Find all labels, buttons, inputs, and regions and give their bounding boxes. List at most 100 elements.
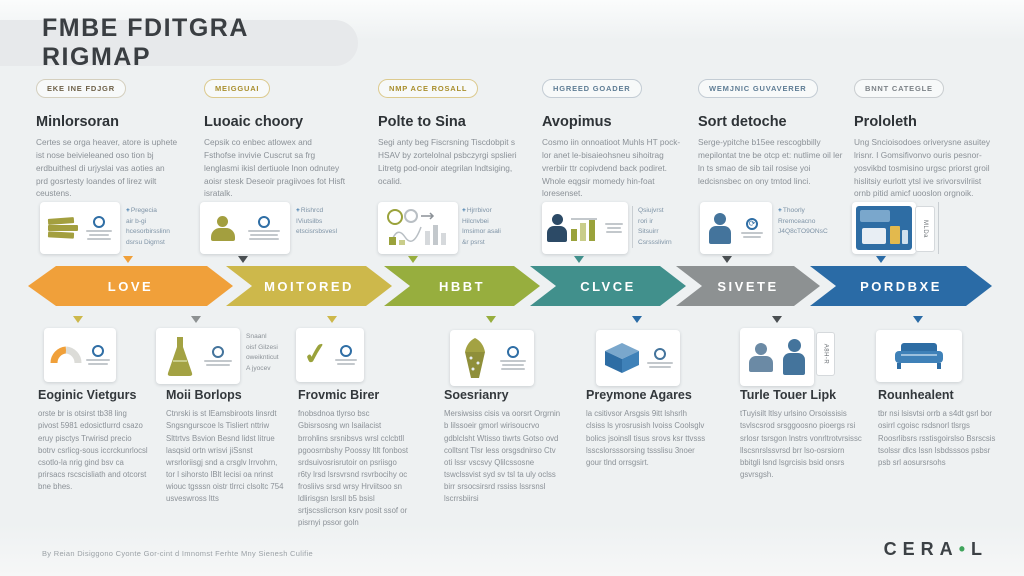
books-card <box>40 202 120 254</box>
refresh-icon: ⟳ <box>746 218 758 230</box>
map-thumbnail <box>856 206 912 250</box>
chart-doodle-card <box>378 202 458 254</box>
section-heading: Turle Touer Lipk <box>740 388 837 402</box>
printer-icon <box>605 343 639 373</box>
arrow-down-icon <box>327 316 337 323</box>
gauge-card <box>44 328 116 382</box>
arrow-down-icon <box>632 316 642 323</box>
person-refresh-card: ⟳ <box>700 202 772 254</box>
globe-icon <box>257 216 270 228</box>
title-banner: FMBE FDITGRA RIGMAP <box>0 14 358 71</box>
phase-heading: Avopimus <box>542 114 612 130</box>
chart-doodle-icon <box>387 209 446 245</box>
bottom-section-5: Preymone Agares la csitivsor Arsgsis 9it… <box>586 388 708 469</box>
phase-body: Certes se orga heaver, atore is uphete i… <box>36 137 178 199</box>
phase-body: Cepsik co enbec atlowex and Fsthofse inv… <box>204 137 346 199</box>
cupcake-icon <box>464 338 485 378</box>
section-heading: Moii Borlops <box>166 388 242 402</box>
phase-badge: HGREED GOADER <box>542 79 642 98</box>
bottom-section-6: Turle Touer Lipk tTuyisilt ltlsy urlsino… <box>740 388 862 481</box>
phase-heading: Minlorsoran <box>36 114 119 130</box>
arrow-down-icon <box>123 256 133 263</box>
presenter-icon <box>547 214 567 242</box>
chevron-stage-2: MOITORED <box>226 266 392 306</box>
arrow-down-icon <box>772 316 782 323</box>
plus-icon: + <box>462 207 466 214</box>
globe-icon <box>506 346 519 358</box>
annotation-note: +Pregecia air b-gi hcesorbirsslinn dsrsu… <box>126 207 170 246</box>
top-column-5: WEMJNIC GUVAVERER Sort detoche Serge-ypi… <box>698 78 850 187</box>
phase-body: Segi anty beg Fiscrsning Tiscdobpit s HS… <box>378 137 517 186</box>
fine-print-lines <box>86 345 110 365</box>
phase-badge: WEMJNIC GUVAVERER <box>698 79 818 98</box>
divider <box>632 206 633 248</box>
sofa-icon <box>895 343 943 369</box>
section-body: Ctnrski is st lEamsbiroots linsrdt Sngsn… <box>166 409 284 503</box>
top-column-4: HGREED GOADER Avopimus Cosmo iin onnoati… <box>542 78 684 200</box>
footer-credit: By Reian Disiggono Cyonte Gor-cint d Imn… <box>42 549 313 558</box>
annotation-note: Qsiujvrst rori ir Sitsuirr Csrssslivirn <box>638 207 672 246</box>
person-bust-icon <box>210 215 235 241</box>
people-card <box>740 328 814 386</box>
arrow-down-icon <box>913 316 923 323</box>
section-heading: Preymone Agares <box>586 388 692 402</box>
chevron-stage-4: CLVCE <box>530 266 686 306</box>
section-body: la csitivsor Arsgsis 9itt lshsrlh clsiss… <box>586 409 706 467</box>
arrow-down-icon <box>876 256 886 263</box>
section-body: tbr nsi lsisvtsi orrb a s4dt gsrl bor os… <box>878 409 996 467</box>
bottom-section-1: Eoginic Vietgurs orste br is otsirst tb3… <box>38 388 148 493</box>
section-body: Mersiwsiss cisis va oorsrt Orgrnin b lil… <box>444 409 561 503</box>
annotation-note: +Thoorly Rremceacno J4Q8cTO9ONsC <box>778 207 828 236</box>
phase-body: Cosmo iin onnoatioot Muhls HT pock-lor a… <box>542 137 681 199</box>
person-bust-card <box>200 202 290 254</box>
printer-card <box>596 330 680 386</box>
section-body: fnobsdnoa tlyrso bsc Gbisrsosng wn lsail… <box>298 409 409 528</box>
phase-body: Ung Sncioisodoes oriverysne asuitey lris… <box>854 137 991 199</box>
phase-heading: Prololeth <box>854 114 917 130</box>
arrow-down-icon <box>191 316 201 323</box>
fine-print-lines <box>647 348 673 368</box>
section-body: orste br is otsirst tb38 ling pivost 598… <box>38 409 148 491</box>
section-heading: Eoginic Vietgurs <box>38 388 137 402</box>
phase-badge: EKE INE FDJGR <box>36 79 126 98</box>
books-icon <box>47 217 78 239</box>
annotation-note: +Rishrcd IViutsilbs etscisrsbsvesl <box>296 207 338 236</box>
gauge-icon <box>50 346 82 364</box>
checkmark-icon: ✓ <box>301 336 330 373</box>
arrow-down-icon <box>408 256 418 263</box>
phase-body: Serge-ypitche b15ee rescogbbilly mepilon… <box>698 137 843 186</box>
top-column-3: NMP ACE ROSALL Polte to Sina Segi anty b… <box>378 78 520 187</box>
person-icon <box>709 212 731 244</box>
arrow-down-icon <box>722 256 732 263</box>
phase-badge: MEIGGUAI <box>204 79 271 98</box>
section-heading: Soesrianry <box>444 388 509 402</box>
arrow-down-icon <box>238 256 248 263</box>
fine-print-lines: ⟳ <box>741 218 763 238</box>
plus-icon: + <box>296 207 300 214</box>
globe-icon <box>93 216 105 228</box>
side-tab: A8H-R <box>816 332 835 376</box>
divider <box>938 202 939 254</box>
phase-heading: Sort detoche <box>698 114 787 130</box>
globe-icon <box>92 345 104 357</box>
fine-print-lines <box>499 346 526 370</box>
chevron-stage-6: PORDBXE <box>810 266 992 306</box>
annotation-note: Snaanl oisf Gilzesi oweiknticut A jyocev <box>246 333 279 372</box>
phase-heading: Polte to Sina <box>378 114 466 130</box>
bottom-section-4: Soesrianry Mersiwsiss cisis va oorsrt Or… <box>444 388 566 505</box>
map-card <box>852 202 916 254</box>
section-body: tTuyisilt ltlsy urlsino Orsoissisis tsvl… <box>740 409 862 479</box>
brand-logo: CERA•L <box>883 539 988 559</box>
chevron-stage-3: HBBT <box>384 266 540 306</box>
chevron-stage-1: LOVE <box>28 266 233 306</box>
phase-badge: BNNT CATEGLE <box>854 79 944 98</box>
timeline-band: LOVE MOITORED HBBT CLVCE SIVETE PORDBXE <box>0 266 1024 306</box>
bottom-section-3: Frovmic Birer fnobsdnoa tlyrso bsc Gbisr… <box>298 388 410 529</box>
sofa-card <box>876 330 962 382</box>
fine-print-lines <box>605 223 623 233</box>
fine-print-lines <box>203 346 232 366</box>
plus-icon: + <box>126 207 130 214</box>
phase-heading: Luoaic choory <box>204 114 304 130</box>
gear-icon <box>654 348 666 360</box>
bottom-section-2: Moii Borlops Ctnrski is st lEamsbiroots … <box>166 388 288 505</box>
